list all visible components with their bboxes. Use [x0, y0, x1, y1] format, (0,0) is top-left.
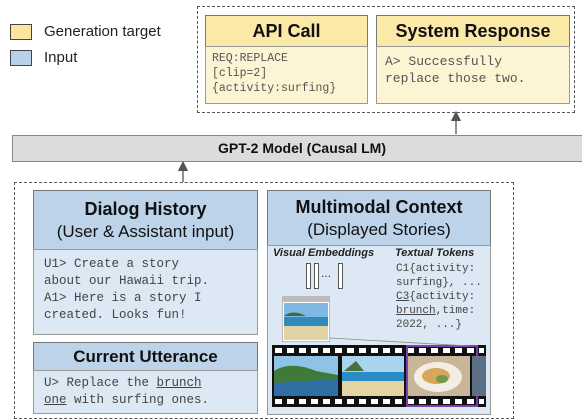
multimodal-header: Multimodal Context (Displayed Stories): [267, 190, 491, 246]
system-response-line: A> Successfully: [385, 54, 503, 69]
dialog-history-title: Dialog History: [84, 199, 207, 219]
token-line: surfing}, ...: [396, 277, 482, 289]
token-line: {activity:: [409, 291, 476, 303]
embedding-ellipsis: ...: [321, 266, 332, 280]
utterance-ref-one: one: [44, 393, 67, 407]
multimodal-subtitle: (Displayed Stories): [307, 220, 451, 239]
utterance-text: with surfing ones.: [66, 393, 210, 407]
embedding-bar: [314, 263, 319, 289]
dialog-history-body: U1> Create a story about our Hawaii trip…: [33, 249, 258, 335]
token-line: C1{activity:: [396, 263, 476, 275]
system-response-line: replace those two.: [385, 71, 526, 86]
api-call-line: REQ:REPLACE: [212, 52, 288, 65]
output-container: [197, 6, 575, 113]
legend-swatch-input: [10, 50, 32, 66]
film-frame-brunch: [408, 356, 470, 396]
film-strip: [272, 345, 486, 407]
embedding-bar: [338, 263, 343, 289]
multimodal-title: Multimodal Context: [295, 197, 463, 217]
gpt2-model-bar: GPT-2 Model (Causal LM): [12, 135, 582, 162]
visual-embeddings-label: Visual Embeddings: [273, 247, 375, 259]
dialog-line: U1> Create a story: [44, 257, 180, 271]
api-call-line: [clip=2]: [212, 67, 268, 80]
api-call-line: {activity:surfing}: [212, 82, 337, 95]
textual-tokens: C1{activity: surfing}, ... C3{activity: …: [396, 262, 491, 332]
system-response-body: A> Successfully replace those two.: [376, 46, 570, 104]
api-call-header: API Call: [205, 15, 368, 47]
dialog-line: created. Looks fun!: [44, 308, 187, 322]
dialog-history-header: Dialog History (User & Assistant input): [33, 190, 258, 250]
dialog-line: A1> Here is a story I: [44, 291, 202, 305]
token-line: ,time:: [435, 305, 476, 317]
dialog-history-subtitle: (User & Assistant input): [56, 222, 235, 241]
system-response-header: System Response: [376, 15, 570, 47]
utterance-text: U> Replace the: [44, 376, 157, 390]
legend-label-input: Input: [44, 49, 78, 66]
legend-label-generation: Generation target: [44, 23, 161, 40]
textual-tokens-label: Textual Tokens: [395, 247, 475, 259]
embedding-bar: [306, 263, 311, 289]
thumbnail-window: [282, 296, 330, 342]
token-line: 2022, ...}: [396, 319, 463, 331]
utterance-ref-brunch: brunch: [156, 376, 202, 390]
current-utterance-body: U> Replace the brunch one with surfing o…: [33, 370, 258, 414]
token-ref-c3: C3: [396, 291, 410, 303]
film-frame-beach: [342, 356, 404, 396]
film-frame-coast: [274, 356, 338, 396]
api-call-body: REQ:REPLACE [clip=2] {activity:surfing}: [205, 46, 368, 104]
legend-swatch-generation: [10, 24, 32, 40]
dialog-line: about our Hawaii trip.: [44, 274, 210, 288]
token-ref-brunch: brunch: [396, 305, 436, 317]
current-utterance-header: Current Utterance: [33, 342, 258, 371]
